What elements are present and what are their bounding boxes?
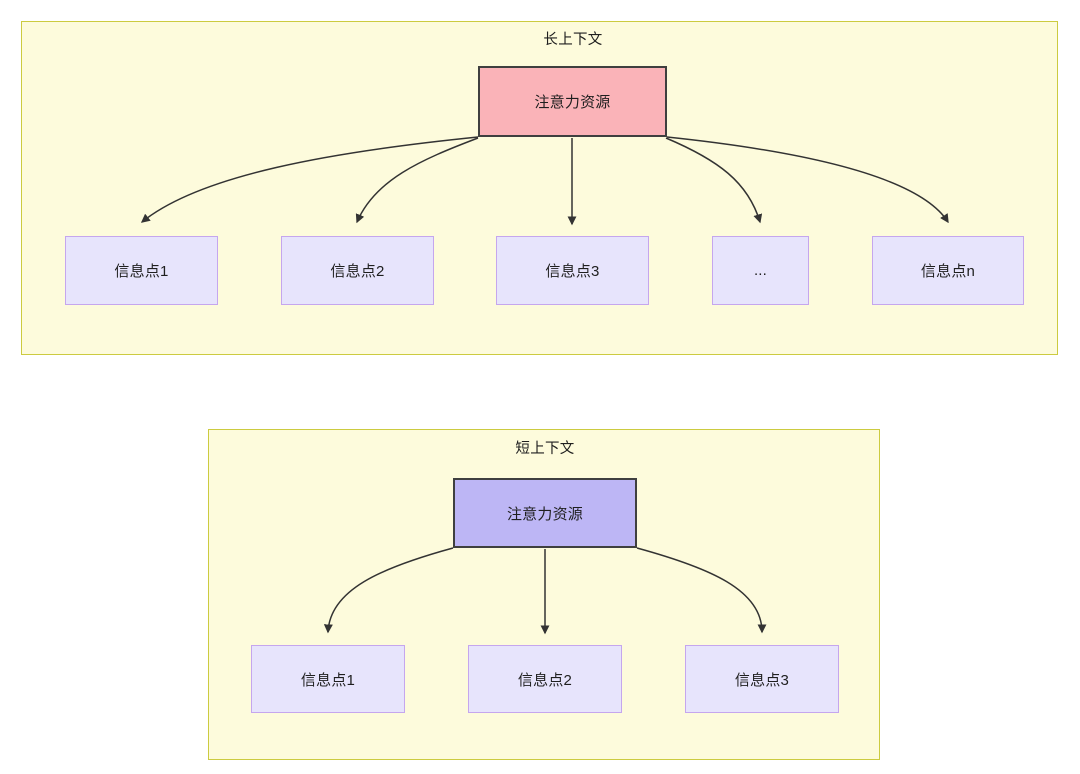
node-info-point-1-short[interactable]: 信息点1: [251, 645, 405, 713]
node-info-point-3-short[interactable]: 信息点3: [685, 645, 839, 713]
node-attention-resource-short[interactable]: 注意力资源: [453, 478, 637, 548]
node-info-point-3-long[interactable]: 信息点3: [496, 236, 649, 305]
node-info-point-n-long[interactable]: 信息点n: [872, 236, 1024, 305]
group-short-context-title: 短上下文: [515, 441, 575, 457]
node-attention-resource-long[interactable]: 注意力资源: [478, 66, 667, 137]
node-info-point-ellipsis-long[interactable]: ...: [712, 236, 809, 305]
group-long-context-title: 长上下文: [543, 32, 603, 48]
node-info-point-2-long[interactable]: 信息点2: [281, 236, 434, 305]
node-info-point-1-long[interactable]: 信息点1: [65, 236, 218, 305]
node-info-point-2-short[interactable]: 信息点2: [468, 645, 622, 713]
